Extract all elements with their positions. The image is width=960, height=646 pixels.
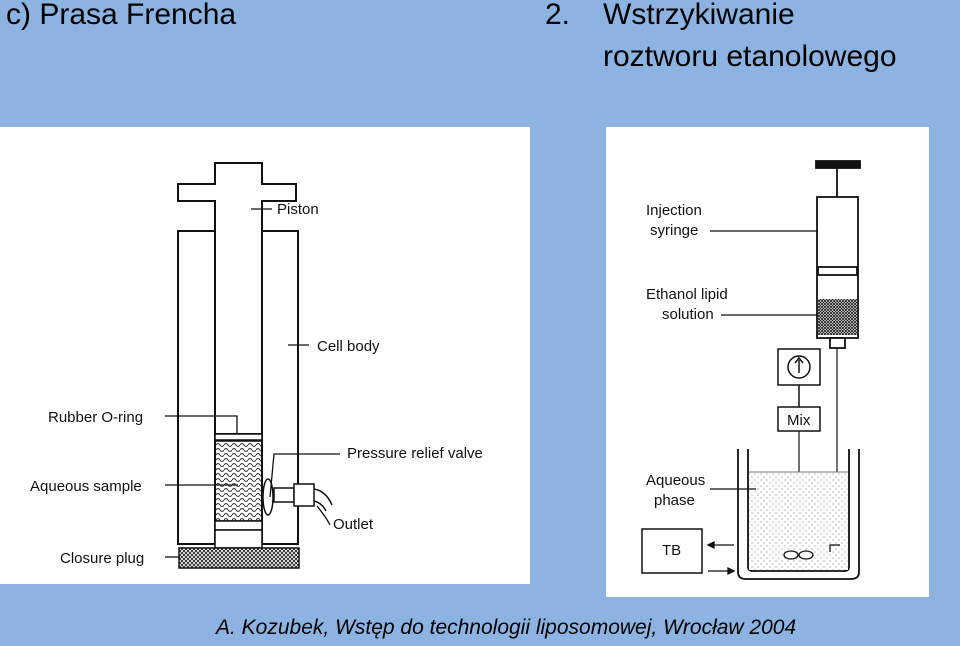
tb-box <box>641 528 703 574</box>
right-title-line1: Wstrzykiwanie <box>603 0 795 31</box>
mix-box <box>777 406 821 432</box>
label-aqueous-phase-1: Aqueous <box>646 472 705 489</box>
pressure-relief-valve <box>262 478 333 516</box>
impeller <box>783 544 840 560</box>
label-outlet: Outlet <box>333 516 374 533</box>
ethanol-lipid-solution <box>818 299 857 335</box>
label-closure-plug: Closure plug <box>60 550 144 567</box>
right-title-number: 2. <box>545 0 571 31</box>
plug-stem <box>214 529 263 549</box>
french-press-svg: Piston Cell body Rubber O-ring Pressure … <box>30 162 483 569</box>
stirrer-meter <box>777 348 821 407</box>
beaker <box>737 449 860 580</box>
right-leader-lines <box>710 230 818 490</box>
label-mix: Mix <box>787 412 811 429</box>
label-cell-body: Cell body <box>317 338 380 355</box>
tb-arrows <box>706 540 736 576</box>
label-aqueous-sample: Aqueous sample <box>30 478 142 495</box>
leader-lines <box>165 208 340 558</box>
label-pressure-relief-valve: Pressure relief valve <box>347 445 483 462</box>
label-ethanol-lipid-1: Ethanol lipid <box>646 286 728 303</box>
aqueous-sample <box>214 440 263 522</box>
french-press-diagram: Piston Cell body Rubber O-ring Pressure … <box>0 127 530 584</box>
aqueous-phase <box>749 472 848 570</box>
label-tb: TB <box>662 542 681 559</box>
rubber-oring <box>214 433 263 441</box>
injection-syringe <box>815 160 861 552</box>
label-aqueous-phase-2: phase <box>654 492 695 509</box>
closure-plug <box>178 547 300 569</box>
label-injection-1: Injection <box>646 202 702 219</box>
label-injection-2: syringe <box>650 222 698 239</box>
citation-caption: A. Kozubek, Wstęp do technologii liposom… <box>216 616 797 639</box>
ethanol-injection-svg: Mix TB Injection sy <box>641 160 861 580</box>
lower-oring <box>214 520 263 531</box>
label-piston: Piston <box>277 201 319 218</box>
ethanol-injection-diagram: Mix TB Injection sy <box>606 127 929 597</box>
right-title-line2: roztworu etanolowego <box>603 40 897 73</box>
label-ethanol-lipid-2: solution <box>662 306 714 323</box>
left-title: c) Prasa Frencha <box>6 0 237 31</box>
label-rubber-oring: Rubber O-ring <box>48 409 143 426</box>
